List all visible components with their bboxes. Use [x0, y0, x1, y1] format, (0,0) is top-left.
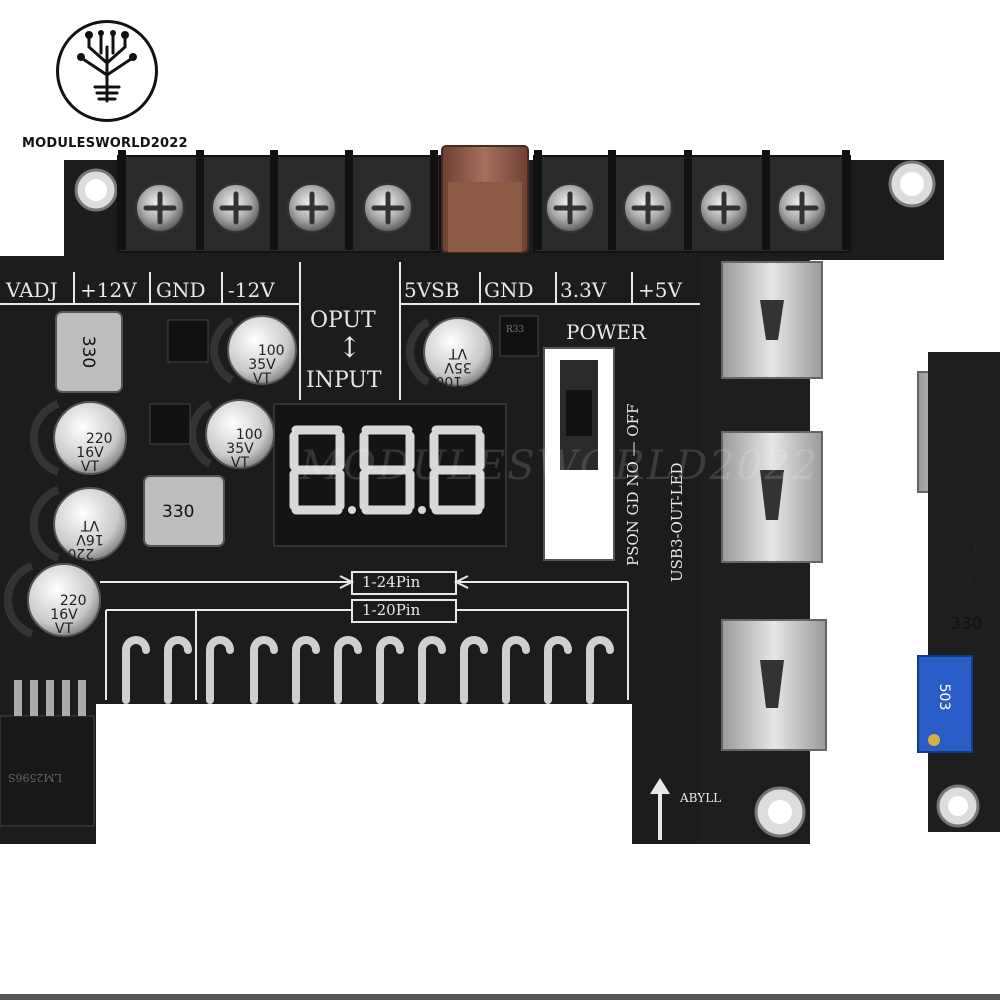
brand-name: MODULESWORLD2022 — [22, 136, 188, 151]
terminal-label: 3.3V — [560, 278, 607, 302]
terminal-label: GND — [156, 278, 206, 302]
terminal-label: +12V — [80, 278, 137, 302]
terminal-label: +5V — [638, 278, 682, 302]
output-label: OPUT — [310, 308, 376, 333]
screw-terminals — [135, 183, 827, 233]
regulator-label: LM2596S — [8, 771, 63, 784]
ic-chip — [499, 315, 539, 357]
corner-label: ABYLL — [680, 791, 722, 805]
pin24-label: 1-24Pin — [362, 573, 421, 591]
atx-connector-housing — [96, 704, 632, 844]
terminal-label: GND — [484, 278, 534, 302]
inductor-label: 330 — [162, 502, 195, 522]
chip-label: R33 — [506, 325, 525, 335]
potentiometer-label: 503 — [936, 683, 952, 711]
watermark: MODULESWORLD2022 — [300, 443, 820, 489]
terminal-label: 5VSB — [404, 278, 460, 302]
terminal-label: -12V — [228, 278, 275, 302]
potentiometer — [917, 655, 973, 753]
usb-label: USB3-OUT-LED — [668, 462, 686, 582]
pin20-label: 1-20Pin — [362, 601, 421, 619]
ic-chip — [149, 403, 191, 445]
arrow-updown-icon: ↕ — [338, 331, 362, 364]
inductor-label: 330 — [950, 614, 983, 634]
ic-chip — [167, 319, 209, 363]
regulator-chip — [0, 715, 95, 827]
terminal-label: VADJ — [6, 278, 58, 302]
power-label: POWER — [566, 320, 647, 344]
inductor-label: 330 — [78, 335, 99, 369]
seven-segment-display — [286, 422, 496, 518]
atx-connector-pins — [122, 636, 614, 704]
input-label: INPUT — [306, 368, 382, 393]
brand-logo-icon — [56, 20, 158, 122]
